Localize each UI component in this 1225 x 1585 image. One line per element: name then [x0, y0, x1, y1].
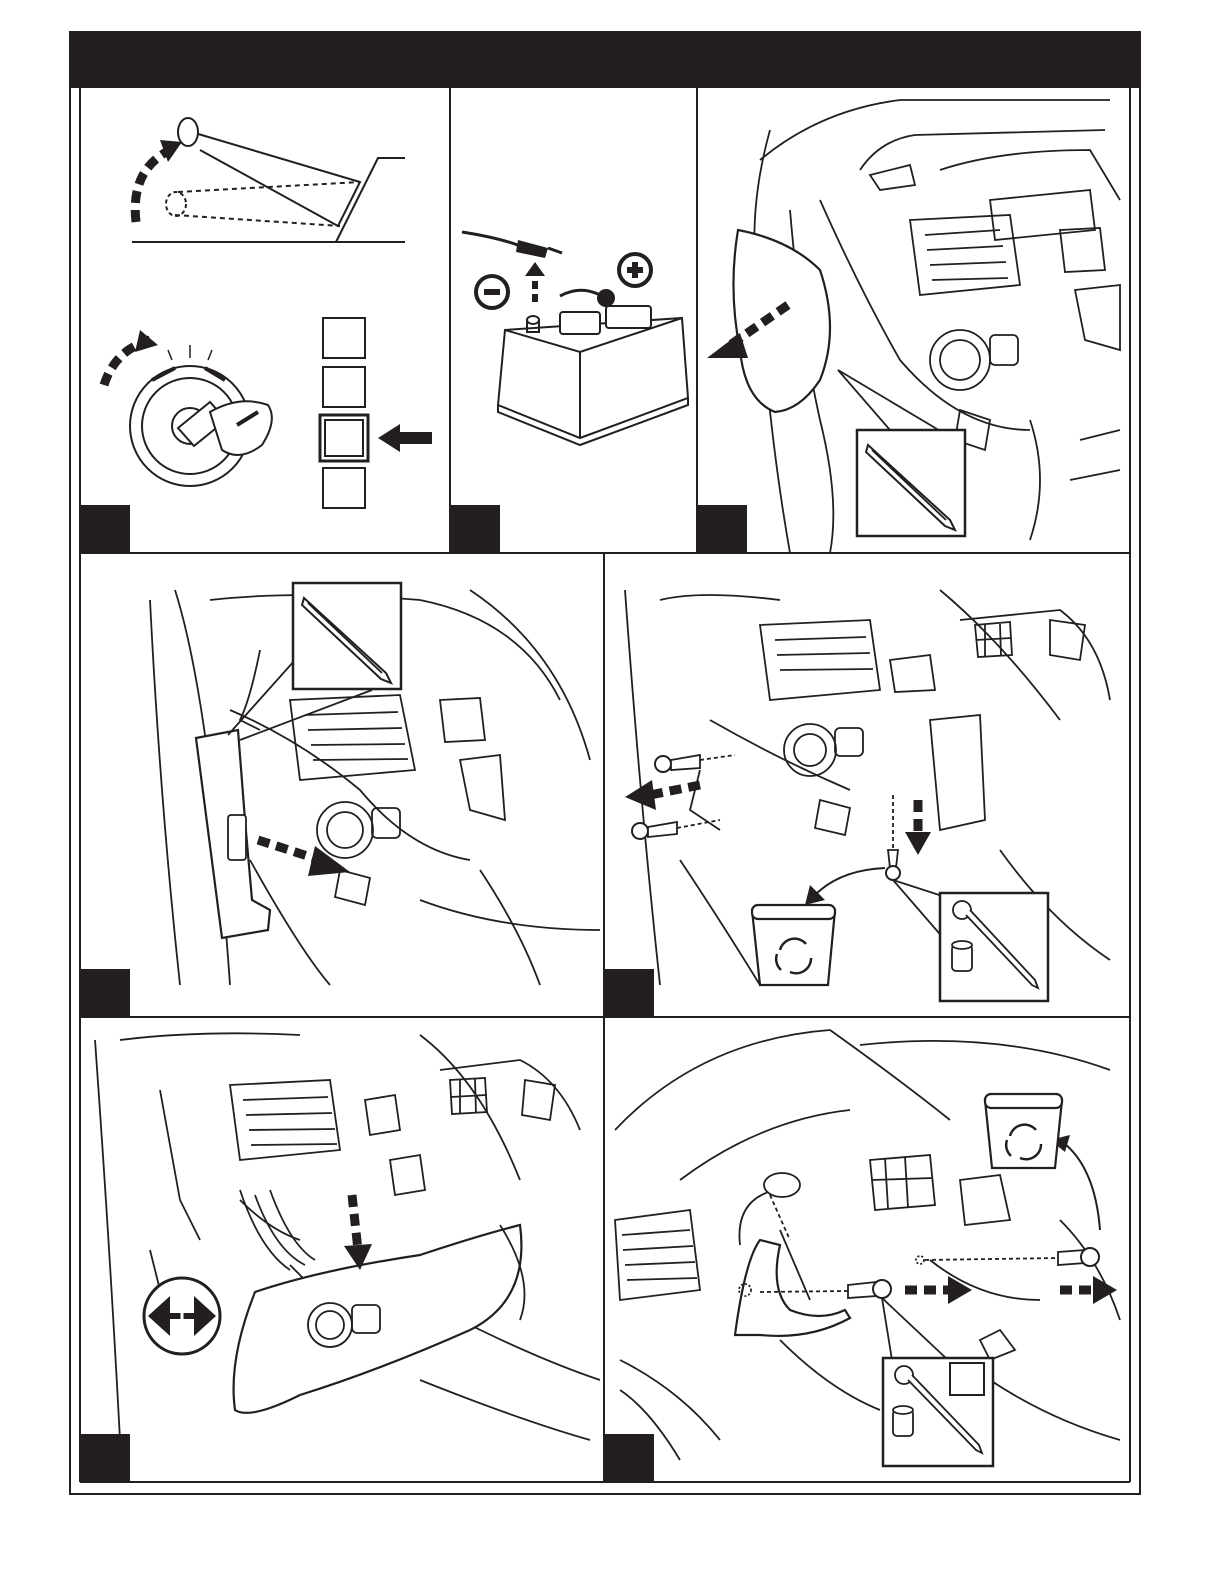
screw-rear: [1058, 1248, 1099, 1266]
step-3-badge: [697, 505, 747, 553]
ignition-positions: [320, 318, 432, 508]
recycle-bin-icon: [752, 905, 835, 985]
step-4-badge: [80, 969, 130, 1017]
step-1-badge: [80, 505, 130, 553]
screw-lower-left: [632, 822, 677, 839]
step-5-panel: [625, 590, 1110, 1001]
ignition-key-icon: [104, 330, 272, 486]
battery-terminal-icon: [462, 232, 688, 445]
recycle-bin-icon: [985, 1094, 1062, 1168]
minus-circle-icon: [476, 276, 508, 308]
header-bar: [70, 32, 1140, 88]
step-6-panel: [95, 1033, 600, 1440]
screw-front: [848, 1280, 891, 1298]
plus-circle-icon: [619, 254, 651, 286]
step-2-panel: [462, 232, 688, 445]
double-arrow-icon: [144, 1278, 220, 1354]
knee-panel-cover: [733, 230, 830, 412]
step-7-badge: [604, 1434, 654, 1482]
screw-bottom: [886, 850, 900, 880]
parking-brake-lever-icon: [132, 118, 405, 242]
step-1-panel: [104, 118, 432, 508]
screw-upper-left: [655, 755, 700, 772]
step-2-badge: [450, 505, 500, 553]
step-7-panel: [615, 1030, 1120, 1466]
lower-column-cover: [234, 1225, 522, 1413]
step-4-panel: [150, 583, 600, 985]
upper-column-cover: [735, 1240, 850, 1336]
step-3-panel: [707, 100, 1120, 553]
step-6-badge: [80, 1434, 130, 1482]
step-5-badge: [604, 969, 654, 1017]
